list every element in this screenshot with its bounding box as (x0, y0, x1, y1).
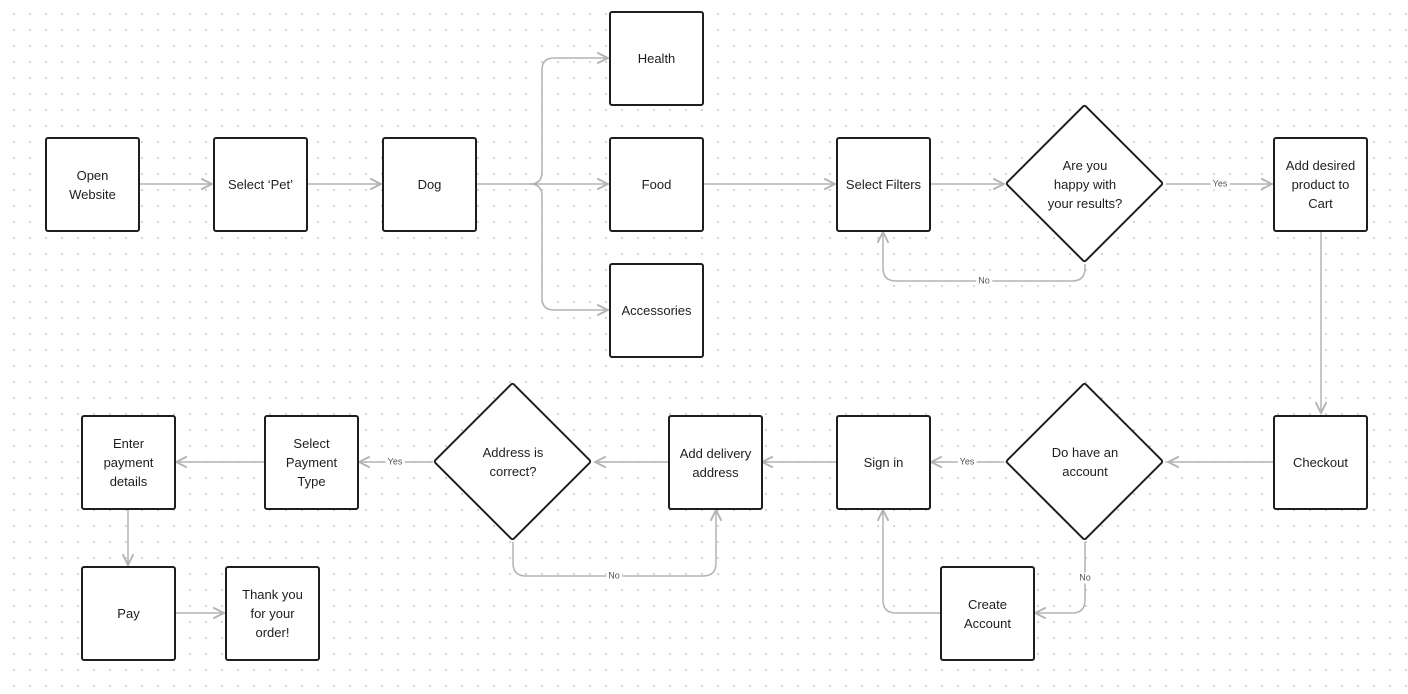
edge-account-no (1035, 542, 1086, 613)
node-label: Enter payment details (103, 436, 154, 489)
decision-happy-results[interactable]: Are you happy with your results? (1004, 103, 1165, 264)
node-pay[interactable]: Pay (81, 566, 176, 661)
node-label: Dog (417, 177, 442, 192)
edge-label-address-no: No (606, 570, 622, 582)
node-label: Health (637, 51, 676, 66)
node-label: Select ‘Pet’ (227, 177, 294, 192)
decision-label: Address is correct? (482, 445, 544, 479)
decision-label: Do have an account (1051, 445, 1119, 479)
node-enter-payment[interactable]: Enter payment details (81, 415, 176, 510)
node-label: Checkout (1293, 455, 1348, 470)
decision-have-account[interactable]: Do have an account (1004, 381, 1165, 542)
edge-dog-to-health (476, 58, 608, 185)
node-label: Food (641, 177, 672, 192)
edge-create-to-signin (883, 510, 940, 614)
node-checkout[interactable]: Checkout (1273, 415, 1368, 510)
edge-label-account-no: No (1077, 572, 1093, 584)
node-label: Select Filters (845, 177, 922, 192)
node-label: Accessories (621, 303, 692, 318)
node-add-to-cart[interactable]: Add desired product to Cart (1273, 137, 1368, 232)
node-select-pet[interactable]: Select ‘Pet’ (213, 137, 308, 232)
node-health[interactable]: Health (609, 11, 704, 106)
node-label: Create Account (964, 596, 1011, 631)
node-label: Thank you for your order! (242, 587, 303, 640)
node-label: Sign in (863, 455, 904, 470)
edge-label-results-yes: Yes (1210, 178, 1230, 190)
node-select-filters[interactable]: Select Filters (836, 137, 931, 232)
node-sign-in[interactable]: Sign in (836, 415, 931, 510)
node-food[interactable]: Food (609, 137, 704, 232)
node-thank-you[interactable]: Thank you for your order! (225, 566, 320, 661)
node-label: Pay (117, 606, 140, 621)
edge-label-account-yes: Yes (957, 456, 977, 468)
node-accessories[interactable]: Accessories (609, 263, 704, 358)
node-select-payment[interactable]: Select Payment Type (264, 415, 359, 510)
node-label: Open Website (69, 167, 116, 202)
node-create-account[interactable]: Create Account (940, 566, 1035, 661)
decision-label: Are you happy with your results? (1047, 157, 1123, 211)
node-label: Select Payment Type (285, 436, 338, 489)
node-open-website[interactable]: Open Website (45, 137, 140, 232)
edge-label-results-no: No (976, 275, 992, 287)
node-label: Add delivery address (679, 445, 752, 480)
node-label: Add desired product to Cart (1285, 158, 1356, 211)
decision-address-correct[interactable]: Address is correct? (432, 381, 593, 542)
edge-label-address-yes: Yes (385, 456, 405, 468)
node-add-address[interactable]: Add delivery address (668, 415, 763, 510)
node-dog[interactable]: Dog (382, 137, 477, 232)
edge-dog-to-accessories (529, 183, 608, 310)
